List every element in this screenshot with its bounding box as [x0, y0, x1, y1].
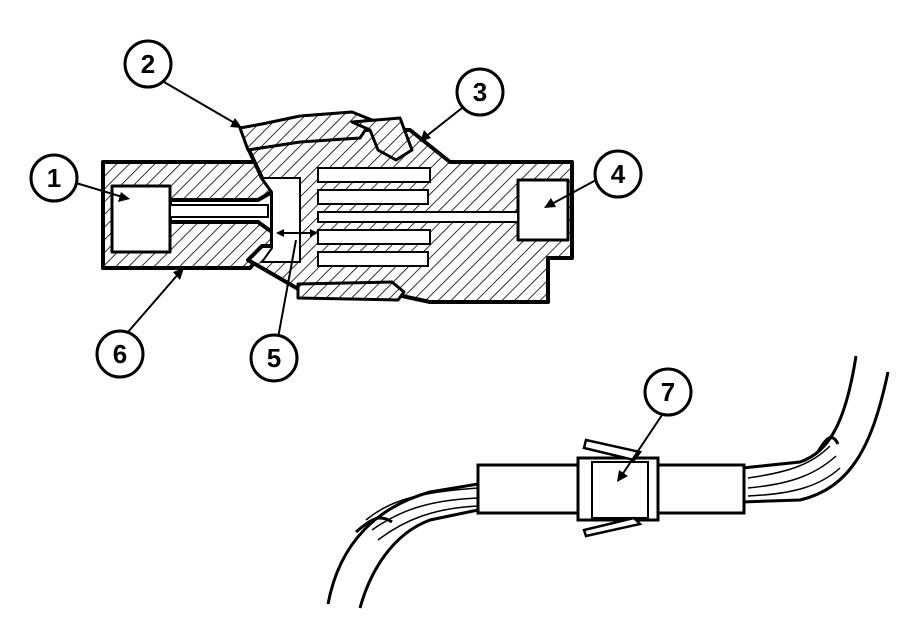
- callout-1: 1: [29, 153, 79, 203]
- callout-3-label: 3: [473, 77, 487, 107]
- gap-arrow: [276, 229, 318, 237]
- callout-5: 5: [249, 333, 299, 383]
- lower-lock-rail: [296, 280, 406, 302]
- male-pin-1: [317, 167, 431, 183]
- callout-2: 2: [123, 39, 173, 89]
- left-cable: [326, 482, 480, 609]
- callout-2-label: 2: [141, 49, 155, 79]
- callout-5-label: 5: [267, 343, 281, 373]
- callout-3: 3: [455, 67, 505, 117]
- harness-connector-left-sleeve: [476, 463, 580, 515]
- callout-7: 7: [643, 367, 693, 417]
- female-pin-channel: [169, 204, 269, 218]
- male-terminal: [516, 178, 570, 242]
- leader-lines: [75, 81, 665, 482]
- engagement-gap: [260, 177, 301, 263]
- male-pin-2: [317, 189, 429, 205]
- callout-4-label: 4: [611, 159, 626, 189]
- lock-latch: [350, 116, 414, 162]
- connector-cross-section: [101, 110, 574, 304]
- harness-connector-lock: [591, 461, 649, 519]
- callout-4: 4: [593, 149, 643, 199]
- callout-7-label: 7: [661, 377, 675, 407]
- right-cable: [741, 355, 890, 504]
- callout-1-label: 1: [47, 163, 61, 193]
- wire-harness: [326, 355, 890, 609]
- callout-6: 6: [95, 329, 145, 379]
- male-pin-4: [317, 229, 431, 245]
- harness-connector-right-sleeve: [654, 463, 746, 515]
- male-pin-5: [317, 251, 429, 267]
- callout-6-label: 6: [113, 339, 127, 369]
- male-pin-3: [317, 211, 519, 223]
